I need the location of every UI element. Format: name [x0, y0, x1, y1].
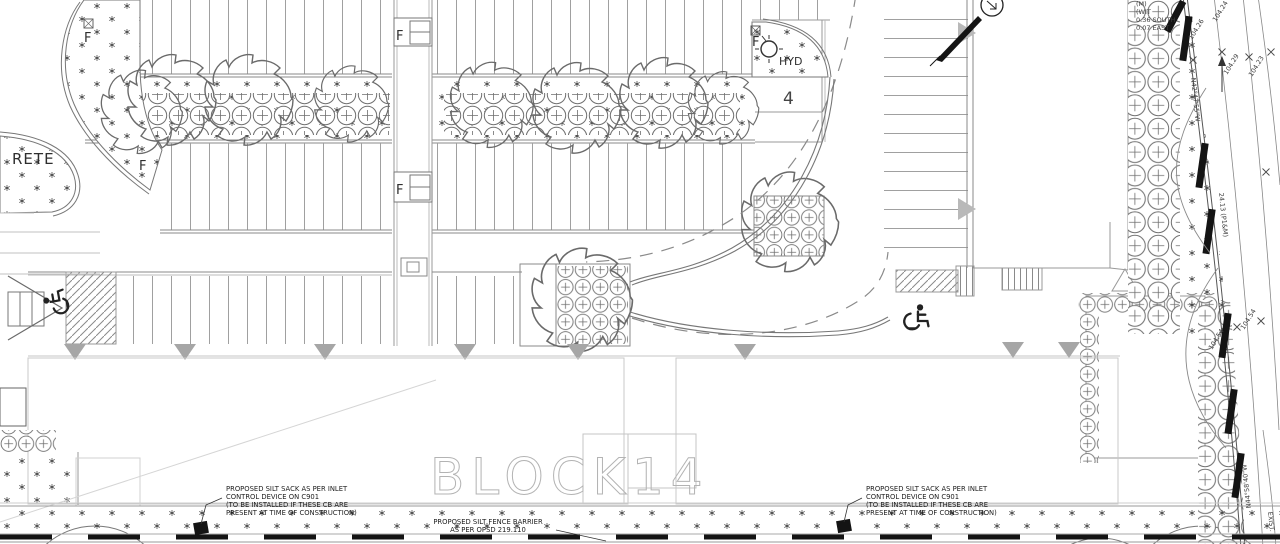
- east-parking-and-building: [884, 0, 1139, 331]
- note-line: PRESENT AT TIME OF CONSTRUCTION): [226, 509, 357, 517]
- dashed-centerline: [631, 251, 889, 335]
- block-number-label: 14: [632, 448, 710, 506]
- note-line: PROPOSED SILT FENCE BARRIER: [433, 518, 543, 526]
- parking-row-south: [7, 271, 522, 345]
- hedge-row: [1080, 313, 1099, 463]
- note-line: CONTROL DEVICE ON C901: [226, 493, 319, 501]
- dimension-label: 24.13 (P1&M): [1217, 192, 1230, 237]
- note-silt-sack-left: PROPOSED SILT SACK AS PER INLET CONTROL …: [226, 485, 357, 517]
- shrub-bed: [1198, 300, 1245, 544]
- note-silt-sack-right: PROPOSED SILT SACK AS PER INLET CONTROL …: [866, 485, 997, 517]
- witness-note: (WIT: [1136, 8, 1151, 16]
- hatched-access-aisle: [65, 271, 117, 345]
- hydrant-icon: [760, 40, 778, 58]
- parking-stalls: [432, 276, 522, 344]
- spot-elevation: 104.24: [1211, 0, 1230, 23]
- fixture-label: F: [396, 29, 403, 44]
- walkway-corridor: [393, 0, 433, 346]
- note-line: PROPOSED SILT SACK AS PER INLET: [226, 485, 348, 493]
- parking-stalls: [432, 143, 755, 230]
- shrub-bed: [556, 266, 628, 344]
- note-silt-fence: PROPOSED SILT FENCE BARRIER AS PER OPSD …: [433, 518, 543, 534]
- flow-arrow-icon: [958, 198, 976, 220]
- witness-note: 0.36 SOUTH: [1136, 16, 1176, 24]
- witness-note: 0.07 EAST: [1136, 24, 1169, 32]
- fixture-label: F: [139, 159, 146, 174]
- steps: [1001, 267, 1043, 291]
- silt-fence-segments: [1164, 0, 1245, 499]
- shrub-row: [128, 93, 390, 135]
- note-line: (TO BE INSTALLED IF THESE CB ARE: [866, 501, 988, 509]
- drive-aisle-curves: [585, 0, 891, 338]
- parking-stalls: [884, 8, 968, 258]
- witness-note: (M): [1136, 0, 1147, 8]
- hydrant-symbol: [750, 25, 783, 63]
- direction-arrow-icon: [1218, 56, 1226, 66]
- hedge-row: [0, 430, 56, 452]
- note-line: PRESENT AT TIME OF CONSTRUCTION): [866, 509, 997, 517]
- fixture-label: F: [752, 35, 759, 50]
- silt-sack-marker: [193, 520, 209, 536]
- fixture-label: F: [396, 183, 403, 198]
- wheelchair-icon: [40, 288, 71, 318]
- east-planting-survey: [1128, 0, 1280, 544]
- parking-stalls: [160, 143, 392, 230]
- landscape-islands: [0, 0, 832, 347]
- silt-sack-marker: [836, 518, 852, 534]
- concrete-label: RETE: [12, 150, 55, 168]
- note-line: PROPOSED SILT SACK AS PER INLET: [866, 485, 988, 493]
- curb-ramp: [955, 265, 975, 297]
- silt-fence-band: [0, 497, 1280, 543]
- flow-arrows-down: [64, 342, 1080, 360]
- benchmark-icon: [980, 0, 1004, 17]
- entrance-chevron: [7, 275, 64, 341]
- flow-line: [28, 342, 1120, 360]
- fixture-markers: F F F F F: [83, 18, 759, 198]
- hatched-access-aisle: [895, 269, 959, 293]
- note-line: AS PER OPSD 219.110: [450, 526, 526, 534]
- spot-elevation: 104.54: [1239, 308, 1258, 332]
- stall-count-label: 4: [783, 89, 794, 109]
- island-curb: [0, 135, 76, 214]
- note-line: CONTROL DEVICE ON C901: [866, 493, 959, 501]
- shrub-bed: [1128, 0, 1180, 334]
- catch-basin-box: [400, 257, 428, 277]
- parking-stalls: [116, 276, 392, 344]
- island-curb: [751, 21, 829, 78]
- curb-ramp: [7, 291, 45, 327]
- partial-label: EXIST.: [1266, 511, 1276, 532]
- dashed-centerline: [585, 0, 856, 263]
- fixture-label: F: [84, 31, 91, 46]
- parking-field-north: [84, 0, 830, 234]
- note-line: (TO BE INSTALLED IF THESE CB ARE: [226, 501, 348, 509]
- leader-arrow: [936, 16, 982, 62]
- island-curb: [64, 0, 163, 191]
- hydrant-label: HYD: [779, 55, 802, 68]
- parking-stalls: [432, 0, 752, 74]
- shrub-bed: [753, 195, 825, 257]
- building-footprints: [0, 212, 1119, 523]
- wheelchair-icon: [903, 303, 930, 331]
- block-label: BLOCK: [430, 448, 632, 506]
